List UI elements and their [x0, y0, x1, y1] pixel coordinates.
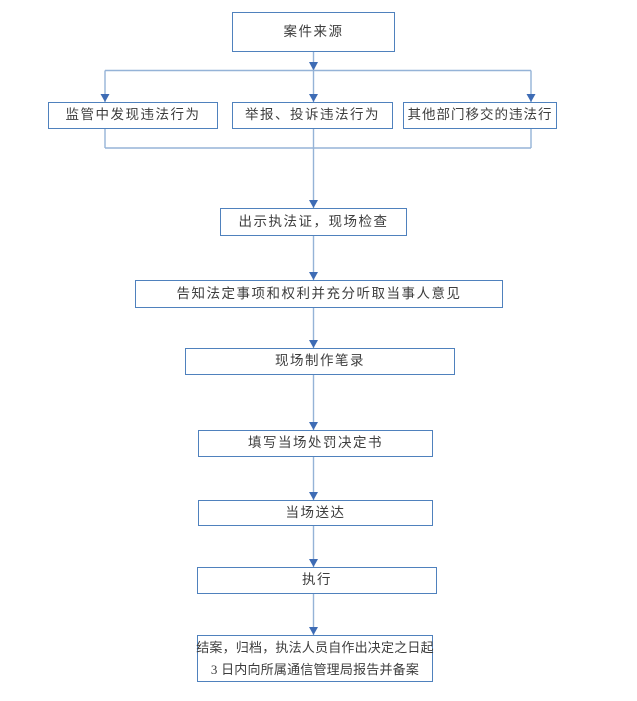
arrowhead-drop-transfer: [526, 94, 536, 102]
node-fill-decision-label: 填写当场处罚决定书: [248, 435, 383, 451]
arrowhead-merge-to-credentials: [309, 200, 318, 208]
node-case-closing-line1: 结案，归档，执法人员自作出决定之日起: [196, 639, 434, 655]
node-execution-label: 执行: [302, 572, 332, 588]
arrowhead-drop-supervision: [100, 94, 110, 102]
node-show-credentials-label: 出示执法证，现场检查: [238, 213, 389, 229]
node-execution: 执行: [197, 567, 437, 594]
node-case-closing-line2: 3 日内向所属通信管理局报告并备案: [210, 661, 420, 677]
arrowhead-record-to-fill: [309, 422, 318, 430]
node-onsite-delivery-label: 当场送达: [285, 504, 346, 520]
node-case-source-label: 案件来源: [283, 23, 344, 39]
node-case-closing: 结案，归档，执法人员自作出决定之日起 3 日内向所属通信管理局报告并备案: [196, 635, 434, 682]
arrowhead-execution-to-closing: [309, 627, 318, 635]
node-branch-complaint-label: 举报、投诉违法行为: [245, 107, 380, 123]
node-inform-rights: 告知法定事项和权利并充分听取当事人意见: [135, 280, 503, 308]
node-onsite-delivery: 当场送达: [198, 500, 433, 526]
arrowhead-source-to-rail: [309, 62, 318, 71]
arrowhead-delivery-to-execution: [309, 559, 318, 567]
node-branch-transfer: 其他部门移交的违法行: [403, 102, 557, 129]
arrowhead-inform-to-record: [309, 340, 318, 348]
arrowhead-fill-to-delivery: [309, 492, 318, 500]
node-onsite-record-label: 现场制作笔录: [275, 353, 365, 369]
node-inform-rights-label: 告知法定事项和权利并充分听取当事人意见: [176, 285, 462, 301]
arrowhead-credentials-to-inform: [309, 272, 318, 280]
node-branch-supervision-label: 监管中发现违法行为: [65, 107, 201, 123]
node-case-source: 案件来源: [232, 12, 395, 52]
node-onsite-record: 现场制作笔录: [185, 348, 455, 375]
node-show-credentials: 出示执法证，现场检查: [220, 208, 407, 236]
node-branch-complaint: 举报、投诉违法行为: [232, 102, 393, 129]
node-branch-supervision: 监管中发现违法行为: [48, 102, 218, 129]
node-fill-decision: 填写当场处罚决定书: [198, 430, 433, 457]
node-branch-transfer-label: 其他部门移交的违法行: [407, 107, 553, 123]
arrowhead-drop-complaint: [309, 94, 318, 102]
